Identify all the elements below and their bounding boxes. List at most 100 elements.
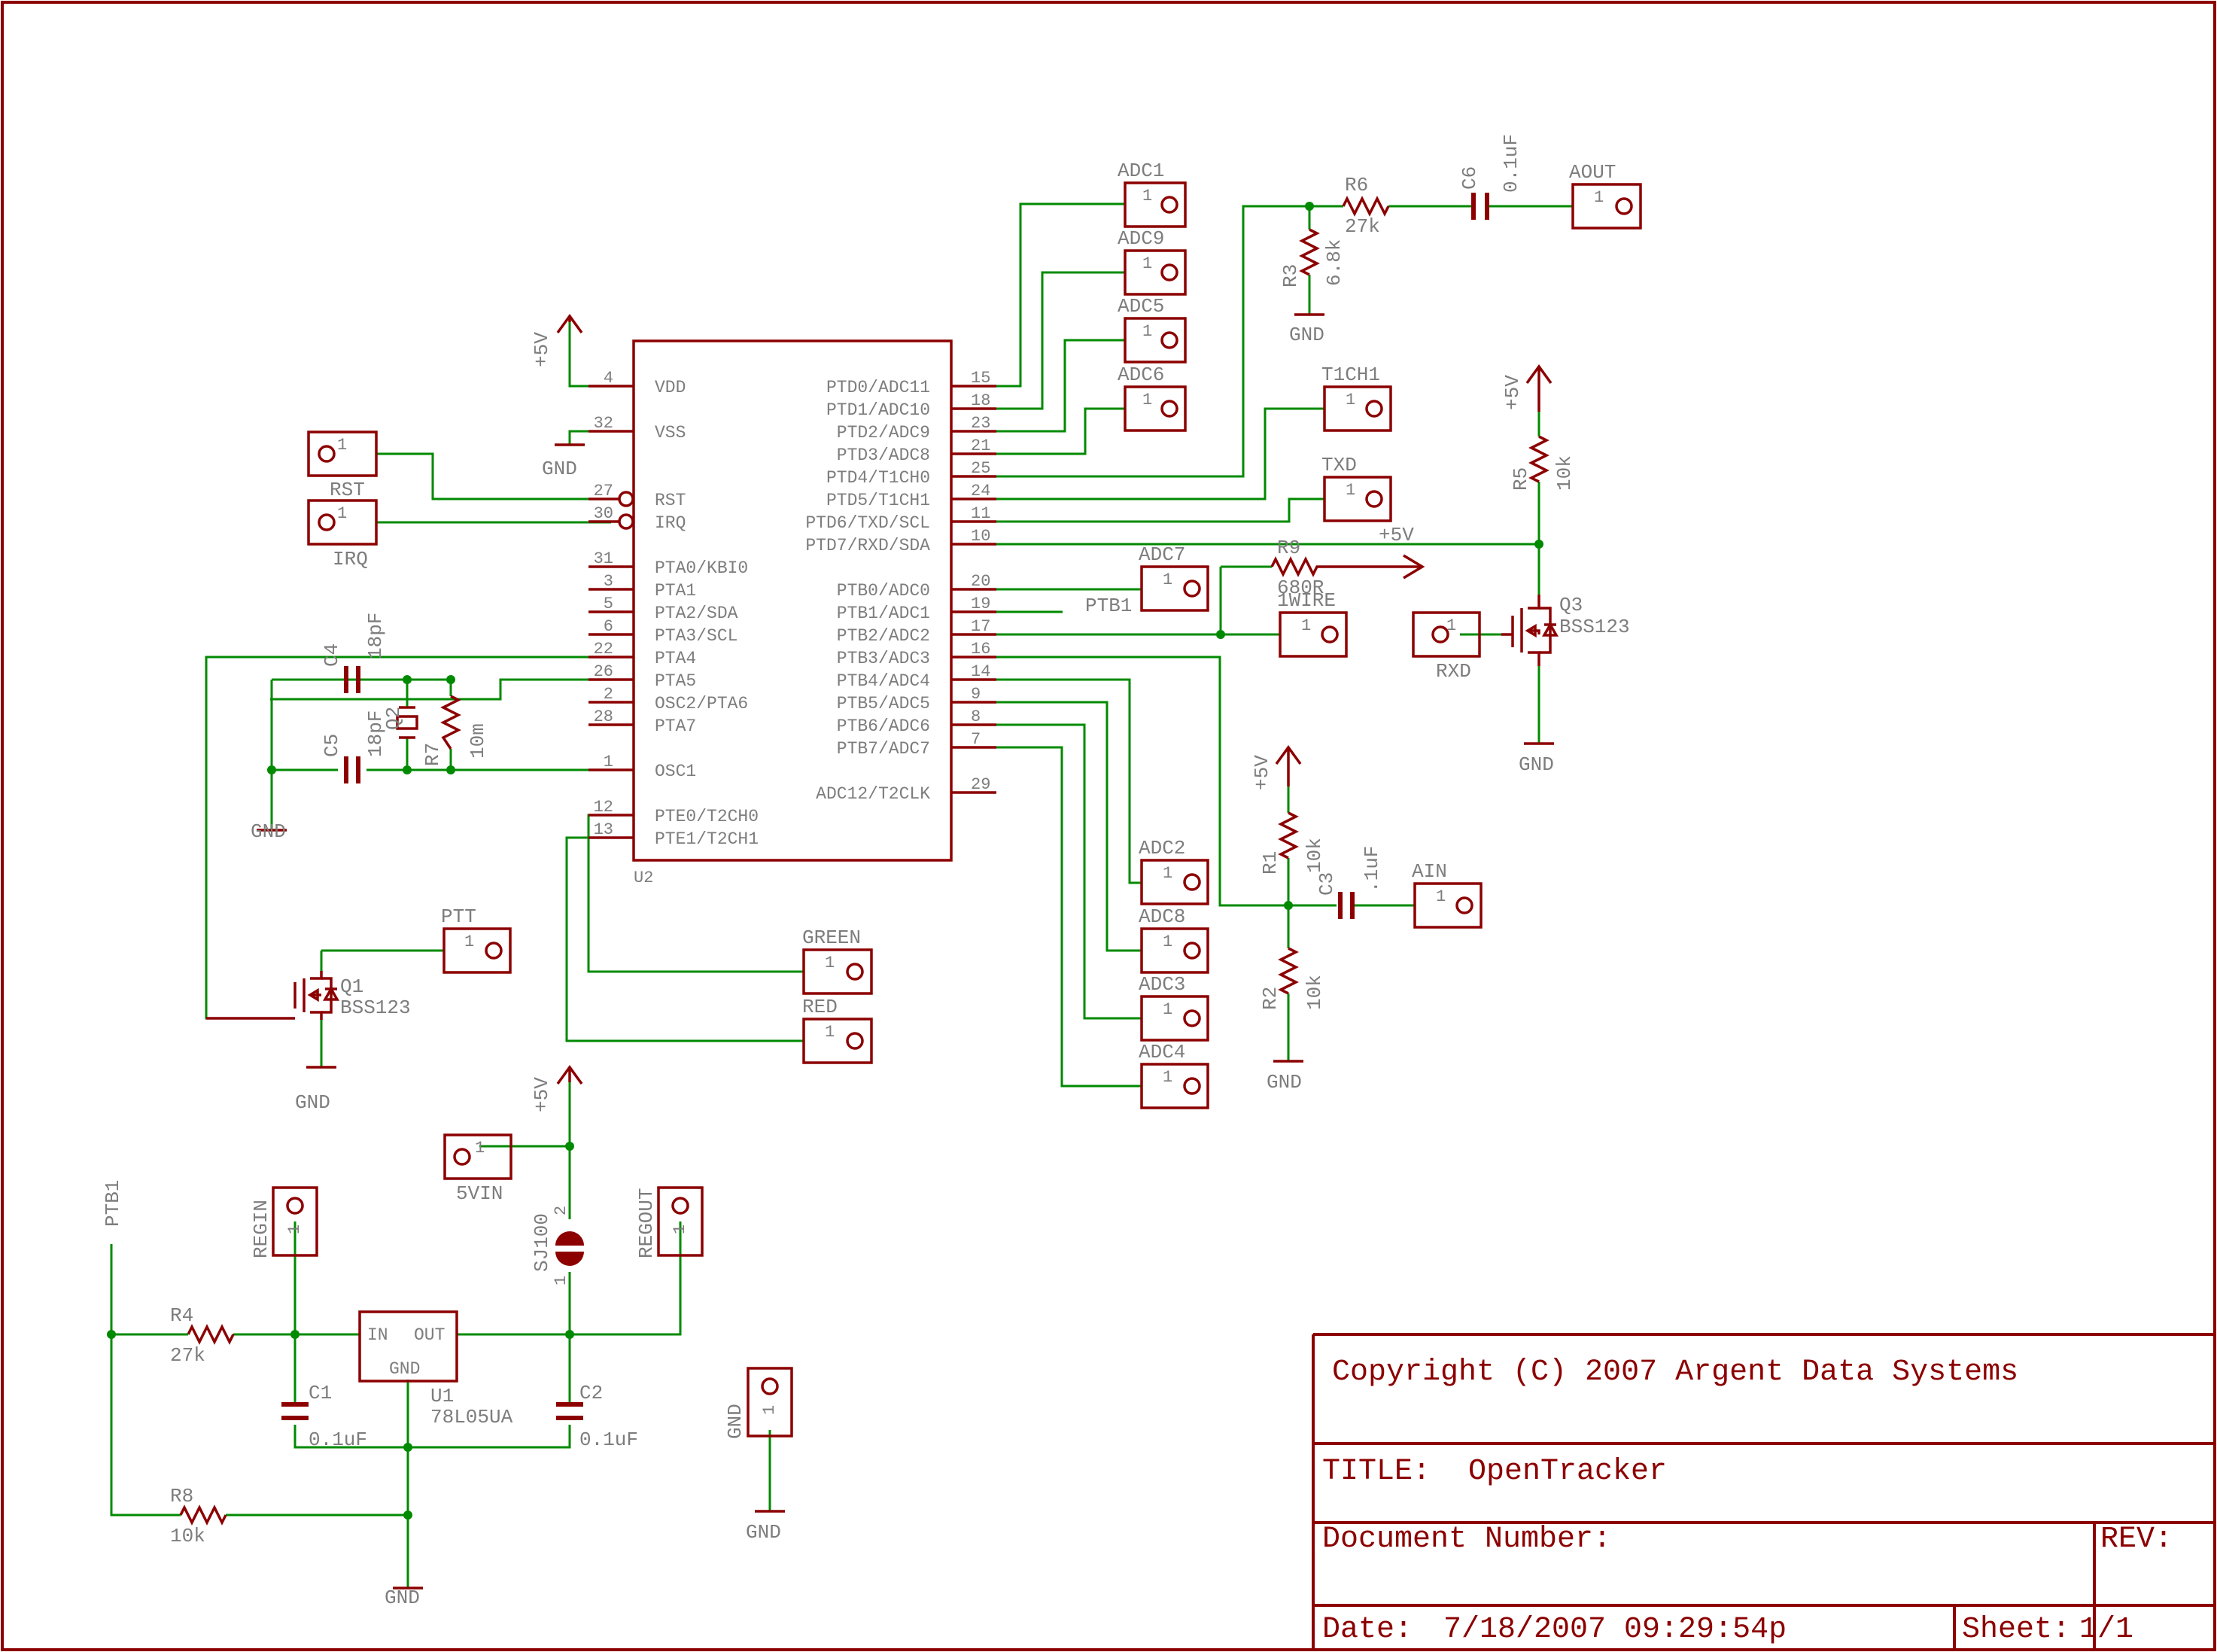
part-ref: C3 — [1315, 872, 1338, 896]
pin-number: 14 — [971, 662, 990, 681]
connector-label: ADC1 — [1118, 160, 1164, 182]
connector-regin — [272, 1186, 318, 1257]
connector-t1ch1 — [1323, 385, 1392, 432]
gnd-symbol: GND — [251, 820, 287, 843]
pin-label: PTB4/ADC4 — [837, 671, 930, 691]
part-ref: C6 — [1458, 166, 1481, 190]
connector-pad — [1615, 197, 1633, 215]
junction — [1284, 901, 1293, 910]
junction — [565, 1330, 574, 1339]
pin-number: 30 — [594, 504, 613, 523]
part-ref: R4 — [170, 1304, 193, 1327]
pin-label: PTB3/ADC3 — [837, 649, 930, 668]
connector-rst — [307, 430, 378, 477]
sheet-label: Sheet: — [1962, 1613, 2070, 1647]
pin-number: 26 — [594, 662, 613, 681]
pin-number: 1 — [604, 753, 613, 771]
pin-number: 1 — [1142, 391, 1152, 409]
pin-label: OSC1 — [655, 762, 696, 781]
pin-number: 18 — [971, 391, 990, 410]
junction — [446, 765, 455, 774]
pin-label: PTA5 — [655, 671, 696, 691]
pin-label: PTA0/KBI0 — [655, 558, 748, 578]
connector-adc2 — [1140, 859, 1209, 905]
connector-txd — [1323, 476, 1392, 522]
title-value: OpenTracker — [1468, 1455, 1667, 1489]
connector-adc7 — [1140, 565, 1209, 612]
resistor-r3 — [1299, 228, 1320, 276]
part-value: 10k — [170, 1525, 205, 1547]
connector-pad — [1321, 625, 1339, 643]
capacitor-c4 — [344, 666, 360, 693]
part-ref: C1 — [309, 1382, 332, 1404]
pin-number: 2 — [604, 685, 613, 704]
connectors: 1 ADC1 1 ADC9 1 ADC5 1 ADC6 1 AOUT 1 T1C… — [250, 160, 1642, 1439]
crystal-body — [396, 715, 418, 730]
part-ref: R2 — [1259, 987, 1282, 1010]
connector-pad — [1365, 400, 1383, 418]
resistor-r5 — [1528, 435, 1549, 483]
pin-label: PTB0/ADC0 — [837, 581, 930, 601]
connector-pad — [1160, 196, 1178, 214]
part-ref: R8 — [170, 1485, 193, 1507]
gnd-label: GND — [1519, 753, 1554, 776]
pin-number: 11 — [971, 504, 990, 523]
junction — [1216, 630, 1225, 639]
pin-number: 1 — [464, 932, 474, 951]
connector-pad — [1431, 625, 1449, 643]
resistor-r1 — [1278, 811, 1299, 859]
part-value: 18pF — [364, 710, 387, 757]
power-symbols: +5V +5V +5V +5V +5V GND GND GND — [102, 313, 1554, 1609]
pin-number: 25 — [971, 459, 990, 478]
pin-number: 1 — [337, 436, 347, 455]
pin-label: PTA3/SCL — [655, 626, 737, 646]
vcc-label: +5V — [1501, 375, 1524, 410]
connector-label: RED — [802, 996, 838, 1018]
connector-pad — [1183, 1009, 1201, 1027]
connector-regout — [657, 1186, 704, 1257]
pin-number: 1 — [825, 954, 835, 972]
part-ref: R3 — [1279, 264, 1302, 288]
junction — [403, 765, 412, 774]
pin-label: PTB2/ADC2 — [837, 626, 930, 646]
connector-pad — [1365, 490, 1383, 508]
pin-number: 32 — [594, 414, 613, 433]
part-value: 10k — [1553, 455, 1576, 491]
pin-number: 1 — [1163, 932, 1172, 951]
pin-number: 1 — [1163, 570, 1172, 589]
pin-number: 1 — [1594, 188, 1604, 207]
part-value: BSS123 — [340, 996, 411, 1019]
connector-pad — [1183, 942, 1201, 960]
regulator-in-label: IN — [367, 1325, 388, 1345]
gnd-symbol: GND — [385, 1587, 423, 1609]
pin-label: PTB1/ADC1 — [837, 604, 930, 623]
connector-label: GND — [724, 1404, 747, 1439]
pin-number: 31 — [594, 549, 613, 568]
pin-label: PTE1/T2CH1 — [655, 829, 759, 849]
part-ref: Q3 — [1559, 594, 1583, 616]
junction — [403, 1443, 412, 1452]
gnd-symbol: GND — [746, 1510, 785, 1544]
regulator-gnd-label: GND — [389, 1359, 420, 1379]
docnum-label: Document Number: — [1322, 1523, 1611, 1556]
connector-pad — [485, 942, 503, 960]
resistor-r2 — [1278, 947, 1299, 995]
connector-pad — [761, 1377, 779, 1395]
pin-label: PTD0/ADC11 — [826, 378, 930, 397]
capacitor-c2 — [556, 1402, 583, 1420]
mcu-body — [632, 339, 953, 862]
pin-number: 1 — [1142, 254, 1152, 273]
pin-number: 9 — [971, 685, 981, 704]
connector-label: 1WIRE — [1277, 589, 1336, 612]
connector-label: IRQ — [333, 548, 368, 570]
gnd-label: GND — [385, 1587, 420, 1609]
junctions — [107, 202, 1543, 1520]
connector-adc8 — [1140, 927, 1209, 974]
solder-jumper-sj100: SJ100 2 1 — [531, 1206, 584, 1285]
connector-pad — [1183, 580, 1201, 598]
connector-label: ADC6 — [1118, 364, 1164, 386]
pin-label: PTD5/T1CH1 — [826, 491, 930, 510]
junction — [290, 1330, 300, 1339]
connector-red — [802, 1018, 873, 1064]
part-value: 18pF — [364, 613, 387, 659]
